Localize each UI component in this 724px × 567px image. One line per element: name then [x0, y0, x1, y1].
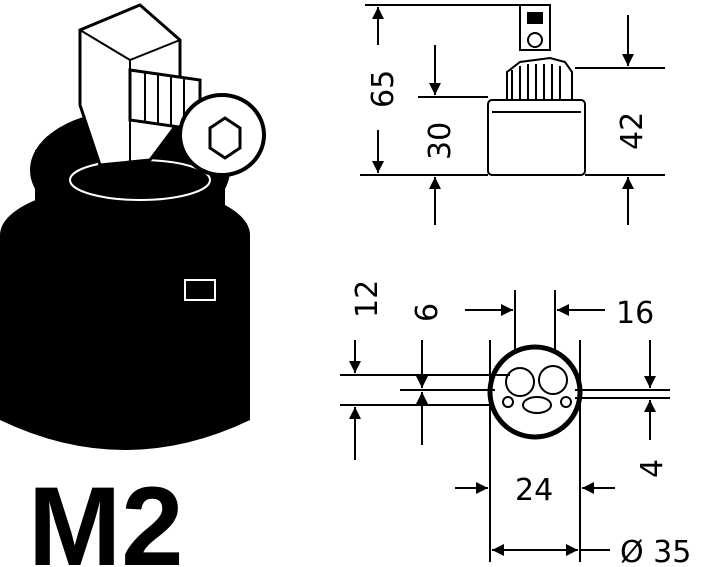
dim-24: 24	[515, 473, 553, 508]
dim-16: 16	[616, 296, 654, 331]
dim-12: 12	[350, 280, 385, 318]
dim-30: 30	[423, 122, 458, 160]
top-view: 12 6 16 4 24 Ø 35	[340, 280, 691, 567]
dim-4: 4	[635, 459, 670, 478]
dim-6: 6	[410, 303, 445, 322]
side-view: 65 30 42	[360, 4, 665, 225]
dim-42: 42	[615, 112, 650, 150]
model-label: M2	[28, 464, 184, 567]
dim-diameter-35: Ø 35	[620, 535, 691, 567]
cartridge-illustration	[0, 3, 266, 450]
dim-65: 65	[366, 70, 401, 108]
